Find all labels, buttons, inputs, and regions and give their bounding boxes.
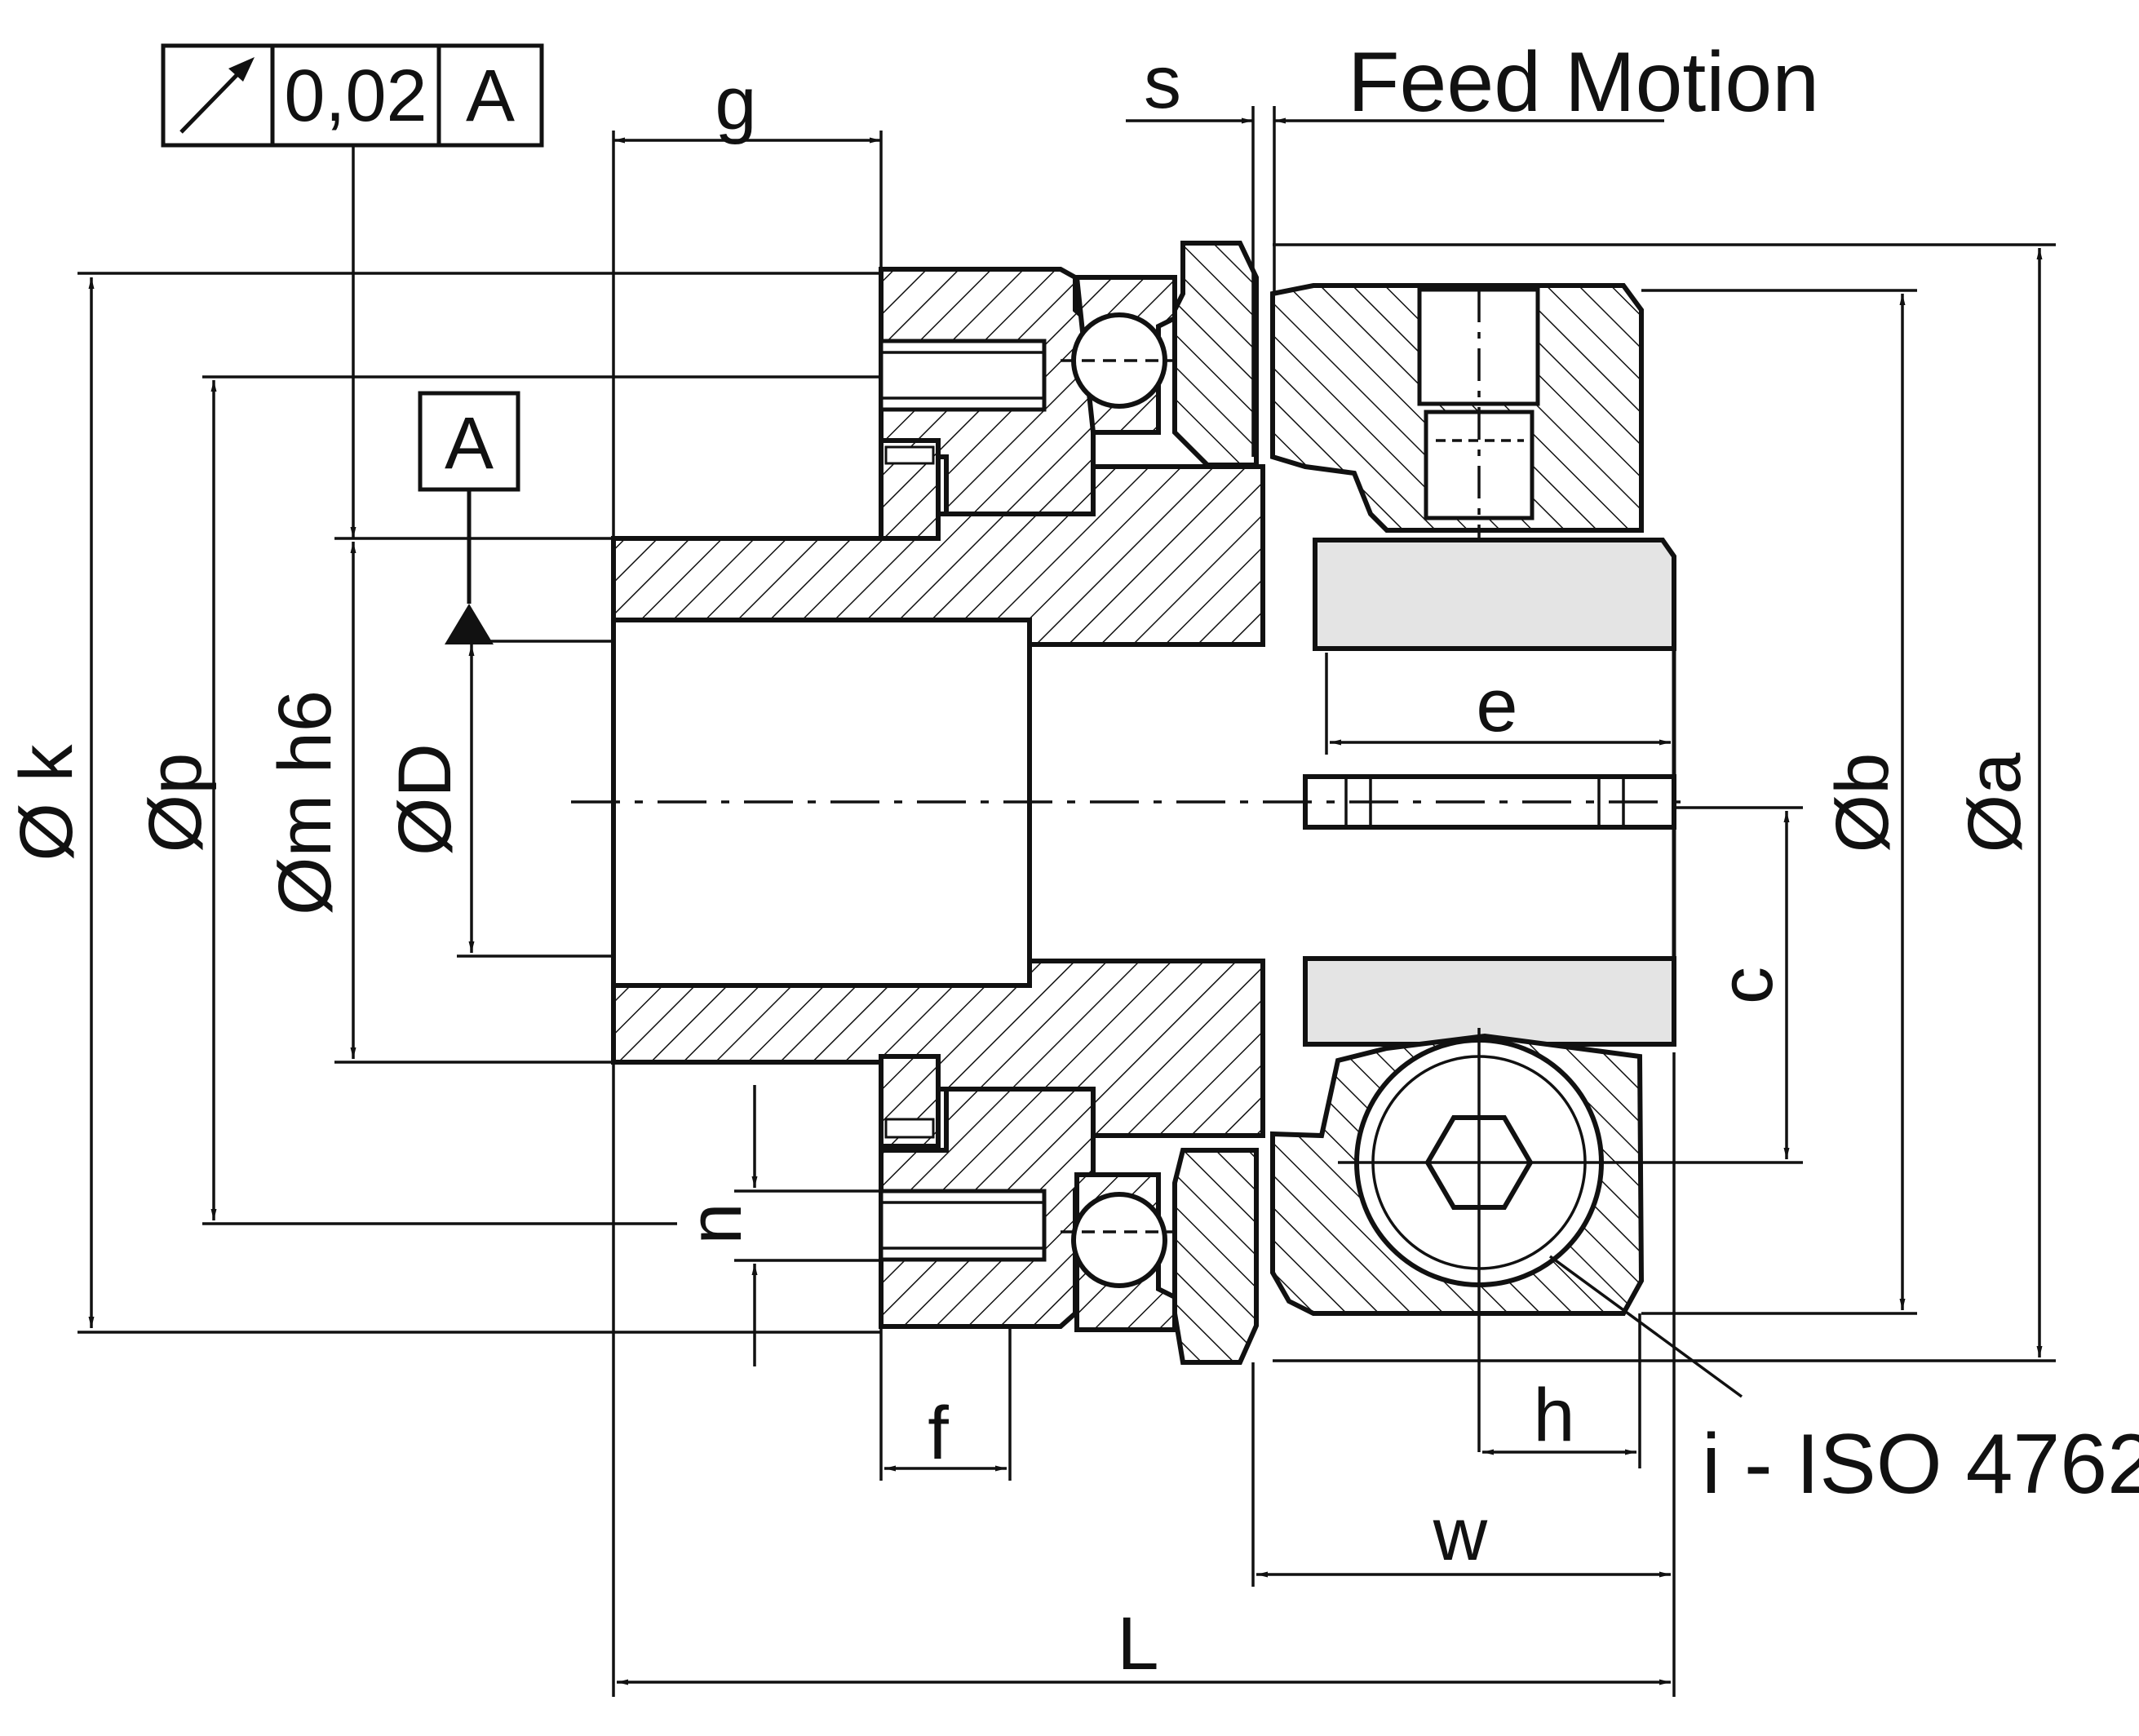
label-screw: i - ISO 4762 xyxy=(1702,1417,2139,1512)
upper-bearing xyxy=(1061,241,1259,467)
label-feed-motion: Feed Motion xyxy=(1348,35,1819,130)
clamp-hub-upper xyxy=(1270,283,1676,651)
tolerance-value: 0,02 xyxy=(284,55,427,137)
label-c: c xyxy=(1705,967,1788,1004)
label-m: Øm h6 xyxy=(264,690,347,915)
label-L: L xyxy=(1117,1602,1158,1685)
label-b: Øb xyxy=(1821,753,1904,853)
tolerance-datum: A xyxy=(466,55,515,137)
datum-a: A xyxy=(418,391,520,644)
label-n: n xyxy=(674,1202,757,1244)
label-h: h xyxy=(1533,1374,1574,1457)
lower-flange xyxy=(879,1054,1096,1329)
datum-box-label: A xyxy=(445,403,494,485)
runout-tolerance-frame: 0,02 A xyxy=(161,43,544,148)
label-k: Ø k xyxy=(5,743,88,861)
label-D: ØD xyxy=(383,743,467,856)
label-s: s xyxy=(1144,41,1181,124)
clamp-hub-lower xyxy=(1270,956,1676,1452)
dimension-lines xyxy=(78,106,2056,1697)
label-f: f xyxy=(928,1392,949,1475)
datum-triangle-icon xyxy=(445,604,494,644)
lower-bearing xyxy=(1061,1148,1259,1365)
label-p: Øp xyxy=(134,753,217,853)
label-g: g xyxy=(715,62,756,145)
label-a: Øa xyxy=(1953,752,2036,853)
label-e: e xyxy=(1476,664,1517,747)
runout-arrow-icon xyxy=(179,57,255,134)
dimension-labels: g s Feed Motion Ø k Øp Øm h6 ØD Øb Øa e … xyxy=(5,35,2139,1685)
label-w: w xyxy=(1433,1493,1488,1576)
upper-flange xyxy=(879,267,1096,541)
